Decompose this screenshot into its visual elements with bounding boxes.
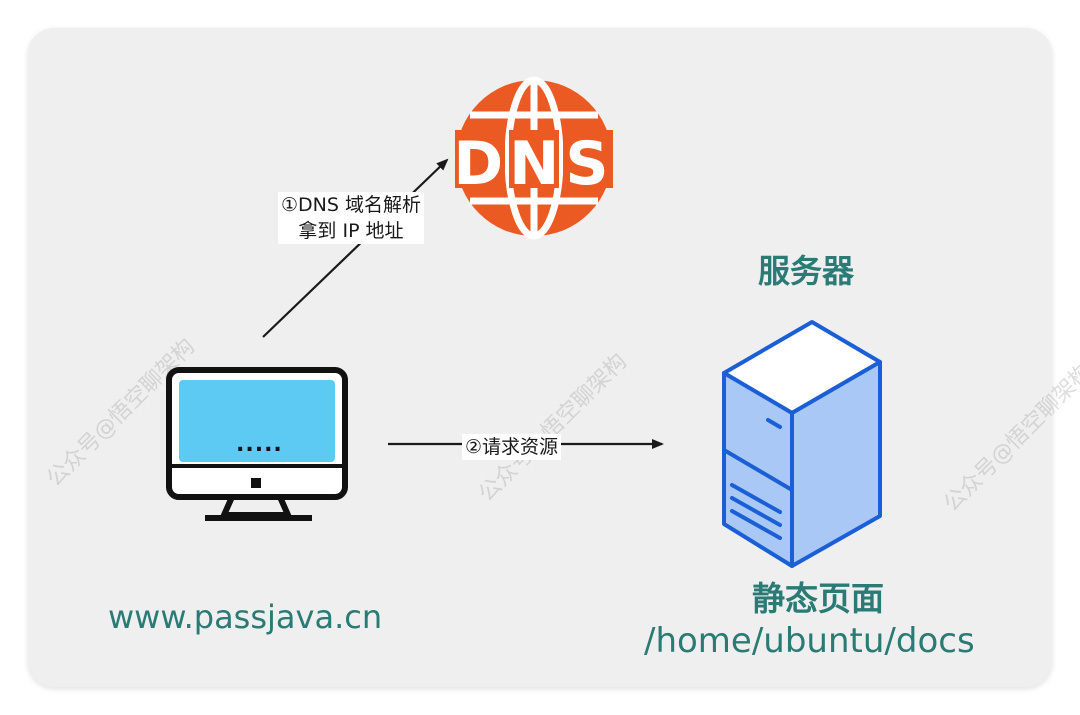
dns-globe-icon: DNS [453, 76, 614, 240]
client-domain: www.passjava.cn [108, 598, 383, 636]
dns-step-label: ①DNS 域名解析 拿到 IP 地址 [278, 192, 424, 244]
dns-step-line1: ①DNS 域名解析 [281, 194, 421, 216]
dns-arrow [262, 158, 449, 338]
request-step-label: ②请求资源 [462, 434, 562, 460]
static-page-label: 静态页面 [752, 579, 884, 618]
docs-path: /home/ubuntu/docs [644, 621, 975, 661]
computer-monitor-icon [166, 367, 348, 521]
dns-step-line2: 拿到 IP 地址 [298, 220, 404, 242]
screen-dots: ..... [236, 432, 283, 457]
dns-logo-text: DNS [453, 129, 614, 199]
server-title: 服务器 [758, 252, 855, 290]
server-icon [722, 320, 882, 568]
